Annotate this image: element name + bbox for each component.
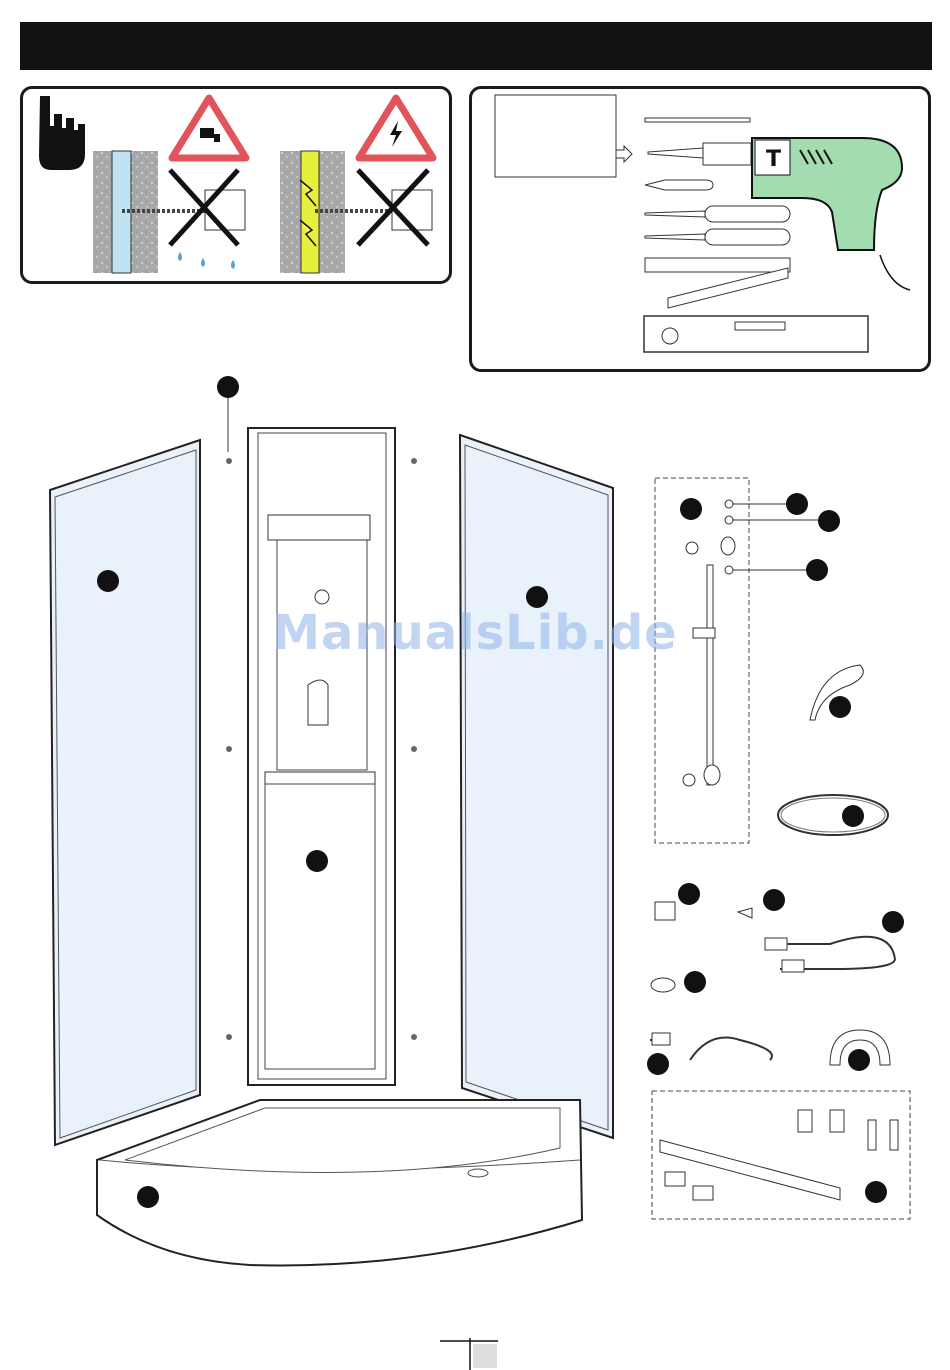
shower-hose <box>778 795 888 835</box>
pencil-icon <box>645 180 713 190</box>
pipe-clamp <box>830 1030 890 1071</box>
tray-fixing-kit <box>652 1091 910 1219</box>
side-panel-left <box>50 440 200 1145</box>
hand-shower <box>810 665 863 720</box>
central-column <box>248 428 395 1085</box>
svg-text:T: T <box>766 147 781 172</box>
spirit-level-icon <box>644 316 868 352</box>
electric-warning-icon <box>359 98 433 158</box>
phillips-screwdriver-icon <box>645 206 790 222</box>
flat-screwdriver-icon <box>645 229 790 245</box>
drain-hose <box>647 1033 772 1075</box>
electric-cable-wall <box>280 151 432 273</box>
connection-hoses <box>765 911 904 972</box>
folding-ruler-icon <box>645 258 790 308</box>
tool-label-box <box>495 95 632 177</box>
shower-tray <box>97 1100 582 1265</box>
callout-wall-bracket <box>217 376 239 398</box>
page-footer-marker <box>440 1338 498 1370</box>
watermark: ManualsLib.de <box>0 605 950 661</box>
side-panel-right <box>460 435 613 1138</box>
pointing-hand-icon <box>39 96 85 170</box>
water-tap-warning-icon <box>172 98 246 158</box>
water-pipe-wall <box>93 151 245 273</box>
drill-bit-icon <box>645 118 750 122</box>
